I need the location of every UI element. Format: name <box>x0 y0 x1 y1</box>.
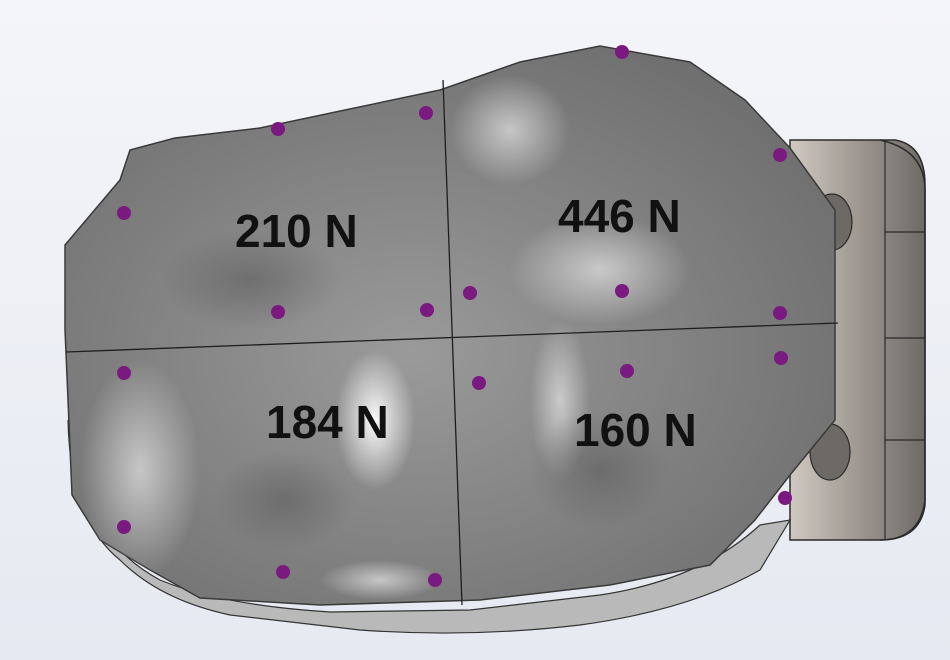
sensor-marker <box>117 206 131 220</box>
sensor-marker <box>778 491 792 505</box>
sensor-marker <box>271 305 285 319</box>
sensor-marker <box>773 306 787 320</box>
sensor-marker <box>472 376 486 390</box>
force-label-bottom-right: 160 N <box>574 404 697 456</box>
divider-vertical <box>442 79 463 606</box>
sensor-marker <box>117 366 131 380</box>
force-label-top-right: 446 N <box>558 190 681 242</box>
sensor-marker <box>428 573 442 587</box>
sensor-marker <box>117 520 131 534</box>
sensor-marker <box>463 286 477 300</box>
sensor-marker <box>620 364 634 378</box>
sensor-marker <box>773 148 787 162</box>
sensor-marker <box>271 122 285 136</box>
sensor-marker <box>774 351 788 365</box>
sensor-markers <box>117 45 792 587</box>
sensor-marker <box>615 45 629 59</box>
sensor-marker <box>276 565 290 579</box>
sensor-marker <box>615 284 629 298</box>
force-label-top-left: 210 N <box>235 205 358 257</box>
scanned-surface <box>64 45 839 606</box>
sensor-marker <box>420 303 434 317</box>
force-label-bottom-left: 184 N <box>266 396 389 448</box>
sensor-marker <box>419 106 433 120</box>
